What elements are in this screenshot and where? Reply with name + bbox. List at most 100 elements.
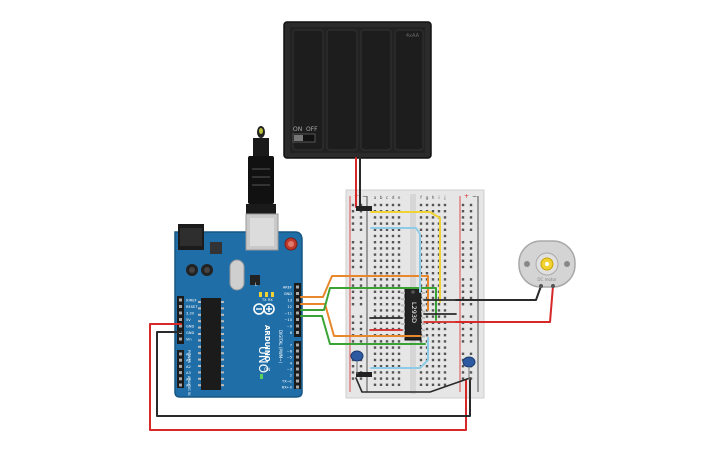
jumper-block-bottom bbox=[356, 372, 372, 377]
l-led-label: L bbox=[255, 282, 258, 287]
digital-header-pin[interactable] bbox=[296, 367, 299, 371]
digital-header-top bbox=[294, 283, 301, 337]
power-header-pin-label: IOREF bbox=[186, 299, 197, 303]
analog-header-pin[interactable] bbox=[179, 352, 182, 356]
analog-header-pin-label: A2 bbox=[186, 365, 191, 369]
digital-header-pin[interactable] bbox=[296, 285, 299, 289]
digital-header-pin-label: 4 bbox=[290, 362, 293, 366]
battery-pack[interactable]: 4xAA ON OFF bbox=[283, 21, 432, 159]
power-header-pin-label: RESET bbox=[186, 305, 198, 309]
power-header-pin[interactable] bbox=[179, 298, 182, 302]
orange-wire-2 bbox=[300, 303, 421, 337]
arduino-brand: ARDUINO bbox=[263, 325, 271, 362]
arduino-logo bbox=[253, 303, 275, 315]
digital-header-pin[interactable] bbox=[296, 298, 299, 302]
digital-header-pin-label: ~9 bbox=[287, 325, 293, 329]
digital-header-pin[interactable] bbox=[296, 318, 299, 321]
analog-header-pin-label: A4 bbox=[186, 377, 191, 381]
rx-led-label: RX bbox=[268, 298, 273, 302]
voltage-regulator bbox=[210, 242, 222, 254]
tx-led bbox=[265, 292, 268, 297]
digital-header-pin[interactable] bbox=[296, 361, 299, 365]
column-letter: d bbox=[392, 195, 395, 201]
power-header-pin[interactable] bbox=[179, 305, 182, 308]
digital-header-pin[interactable] bbox=[296, 311, 299, 315]
capacitor-right[interactable] bbox=[462, 356, 476, 380]
green-wire-2 bbox=[300, 315, 426, 345]
digital-header-pin-label: RX←0 bbox=[282, 386, 293, 390]
analog-header bbox=[177, 350, 184, 388]
yellow-wire bbox=[370, 211, 441, 303]
chip-pins bbox=[198, 301, 224, 387]
regulator bbox=[250, 275, 260, 285]
digital-header-pin-label: 7 bbox=[290, 344, 292, 348]
analog-header-pin[interactable] bbox=[179, 364, 182, 368]
analog-header-pin[interactable] bbox=[179, 358, 182, 362]
arduino-5v-wire bbox=[149, 323, 467, 431]
capacitor-left[interactable] bbox=[350, 350, 364, 374]
green-wire-1 bbox=[300, 287, 437, 321]
motor-black-wire bbox=[455, 285, 542, 301]
power-header-pin-label: 5V bbox=[186, 318, 191, 322]
digital-header-pin[interactable] bbox=[296, 305, 299, 308]
battery-switch-off-label: OFF bbox=[306, 126, 318, 133]
on-led-label: ON bbox=[264, 367, 270, 372]
analog-header-pin[interactable] bbox=[179, 383, 182, 387]
digital-header-pin-label: ~11 bbox=[284, 312, 292, 316]
power-header-pin-label: 3.3V bbox=[186, 312, 195, 316]
battery-switch-knob[interactable] bbox=[294, 135, 303, 141]
chip-label: L293D bbox=[410, 302, 418, 323]
column-letter: g bbox=[426, 196, 429, 201]
power-header-pin[interactable] bbox=[179, 318, 182, 321]
digital-header-pin-label: ~5 bbox=[287, 356, 292, 360]
digital-header-pin[interactable] bbox=[296, 331, 299, 334]
digital-header-pin[interactable] bbox=[296, 349, 299, 353]
digital-header-pin-label: ~6 bbox=[287, 350, 293, 354]
column-letter: a bbox=[374, 196, 377, 201]
motor-terminal-1 bbox=[539, 284, 543, 288]
digital-header-pin[interactable] bbox=[296, 343, 299, 347]
blue-wire-1 bbox=[370, 227, 421, 293]
digital-header-pin-label: 13 bbox=[287, 299, 292, 303]
column-letter: j bbox=[443, 195, 445, 201]
digital-header-pin[interactable] bbox=[296, 385, 299, 389]
l-led bbox=[259, 292, 262, 297]
digital-header-pin[interactable] bbox=[296, 355, 299, 359]
motor-red-wire bbox=[455, 285, 554, 323]
column-letter: f bbox=[420, 195, 422, 201]
dc-motor[interactable]: DC motor bbox=[518, 240, 576, 288]
arduino-model: UNO bbox=[256, 346, 270, 373]
power-section-label: POWER bbox=[187, 350, 191, 364]
digital-header-pin-label: TX→1 bbox=[281, 380, 292, 384]
digital-header-pin-label: 8 bbox=[290, 331, 293, 335]
digital-header-pin[interactable] bbox=[296, 324, 299, 328]
column-letter: c bbox=[386, 196, 389, 201]
digital-header-pin[interactable] bbox=[296, 373, 299, 377]
digital-header-pin-label: 2 bbox=[290, 374, 292, 378]
column-letter: b bbox=[380, 195, 383, 201]
rx-led bbox=[271, 292, 274, 297]
analog-header-pin[interactable] bbox=[179, 377, 182, 381]
digital-header-pin-label: GND bbox=[284, 292, 292, 296]
jumper-block-top bbox=[356, 206, 372, 211]
analog-header-pin[interactable] bbox=[179, 371, 182, 375]
usb-cable bbox=[246, 126, 276, 216]
arduino-gnd-wire bbox=[156, 331, 471, 417]
wires bbox=[149, 157, 554, 431]
digital-header-pin[interactable] bbox=[296, 292, 299, 295]
power-header-pin[interactable] bbox=[179, 311, 182, 315]
rail-minus-right: − bbox=[472, 193, 477, 200]
battery-pack-label: 4xAA bbox=[406, 33, 420, 39]
digital-header-pin[interactable] bbox=[296, 379, 299, 383]
power-header-pin[interactable] bbox=[179, 337, 182, 341]
digital-section-label: DIGITAL (PWM~) bbox=[278, 330, 283, 364]
battery-cells bbox=[292, 29, 424, 151]
power-header-pin[interactable] bbox=[179, 324, 182, 328]
battery-switch[interactable] bbox=[292, 133, 316, 143]
atmega-chip bbox=[201, 298, 221, 390]
column-letter: h bbox=[432, 195, 435, 201]
motor-driver-chip[interactable]: L293D bbox=[401, 287, 425, 341]
analog-section-label: ANALOG IN bbox=[187, 376, 191, 396]
